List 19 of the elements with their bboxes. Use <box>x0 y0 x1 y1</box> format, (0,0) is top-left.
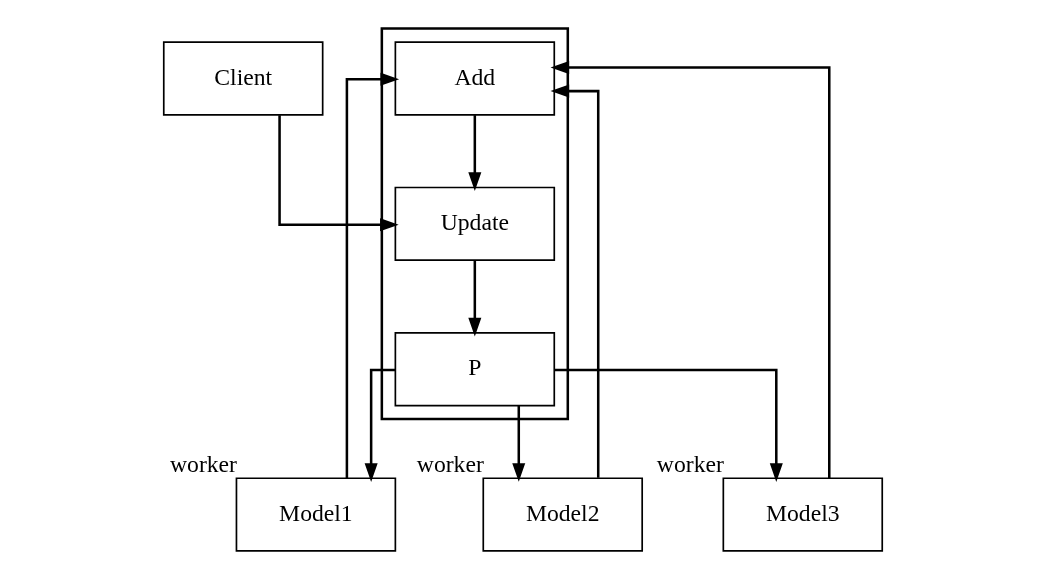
node-box: P <box>394 332 556 407</box>
node-box: Client <box>162 41 324 116</box>
arrow <box>468 115 482 191</box>
arrow <box>364 368 396 482</box>
arrow <box>345 72 400 479</box>
node-label: worker <box>416 450 484 477</box>
arrow <box>554 368 783 482</box>
arrow <box>550 84 600 478</box>
arrow <box>468 260 482 337</box>
node-label: worker <box>169 450 237 477</box>
arrow <box>512 405 526 482</box>
arrow <box>278 115 399 232</box>
node-box: Add <box>394 41 556 116</box>
node-box: Update <box>394 186 556 262</box>
arrow <box>550 60 831 478</box>
node-box: Model3 <box>722 477 884 552</box>
node-label: worker <box>656 450 724 477</box>
node-box: Model1 <box>235 477 397 552</box>
node-box: Model2 <box>482 477 644 552</box>
